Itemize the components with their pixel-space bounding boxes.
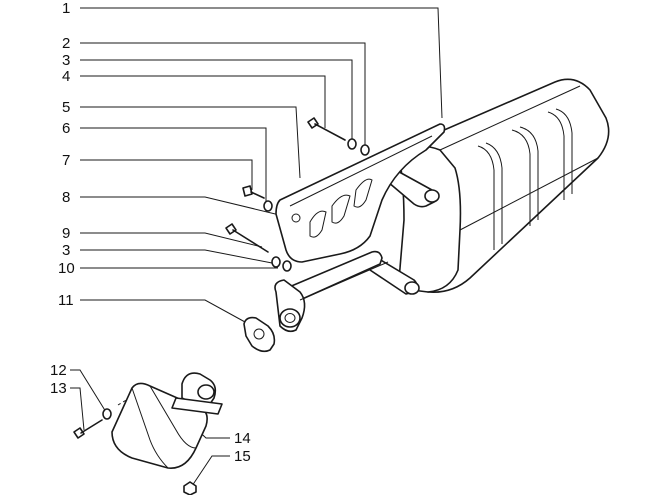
leader-2 xyxy=(80,42,366,148)
leader-8 xyxy=(80,196,293,219)
exhaust-gasket xyxy=(243,316,276,353)
callout-15: 15 xyxy=(234,448,251,465)
callout-10: 10 xyxy=(58,260,75,277)
bracket-assembly xyxy=(73,372,223,495)
callout-2: 2 xyxy=(62,35,70,52)
leader-3a xyxy=(80,59,353,140)
leader-lines xyxy=(70,7,443,487)
leader-6 xyxy=(80,127,267,203)
leader-5 xyxy=(80,106,301,179)
callout-4: 4 xyxy=(62,68,70,85)
leader-9 xyxy=(80,232,263,248)
leader-12 xyxy=(70,369,107,413)
leader-4 xyxy=(80,75,326,128)
callout-6: 6 xyxy=(62,120,70,137)
callout-8: 8 xyxy=(62,189,70,206)
callout-13: 13 xyxy=(50,380,67,397)
callout-11: 11 xyxy=(58,292,74,309)
leader-11 xyxy=(80,299,246,323)
leader-13 xyxy=(70,387,85,431)
callout-9: 9 xyxy=(62,225,70,242)
callout-labels: 1 2 3 4 5 6 7 8 9 3 10 11 12 13 14 15 xyxy=(50,0,251,465)
callout-5: 5 xyxy=(62,99,70,116)
leader-15 xyxy=(191,455,230,487)
exhaust-pipe xyxy=(274,250,389,333)
callout-3-upper: 3 xyxy=(62,52,70,69)
leader-1 xyxy=(80,7,443,119)
leader-3b xyxy=(80,249,273,264)
fasteners xyxy=(225,117,370,272)
callout-1: 1 xyxy=(62,0,70,17)
callout-14: 14 xyxy=(234,430,251,447)
callout-3-lower: 3 xyxy=(62,242,70,259)
callout-7: 7 xyxy=(62,152,70,169)
muffler-body xyxy=(367,78,610,295)
callout-12: 12 xyxy=(50,362,67,379)
leader-7 xyxy=(80,159,253,190)
heat-shield xyxy=(275,123,446,263)
